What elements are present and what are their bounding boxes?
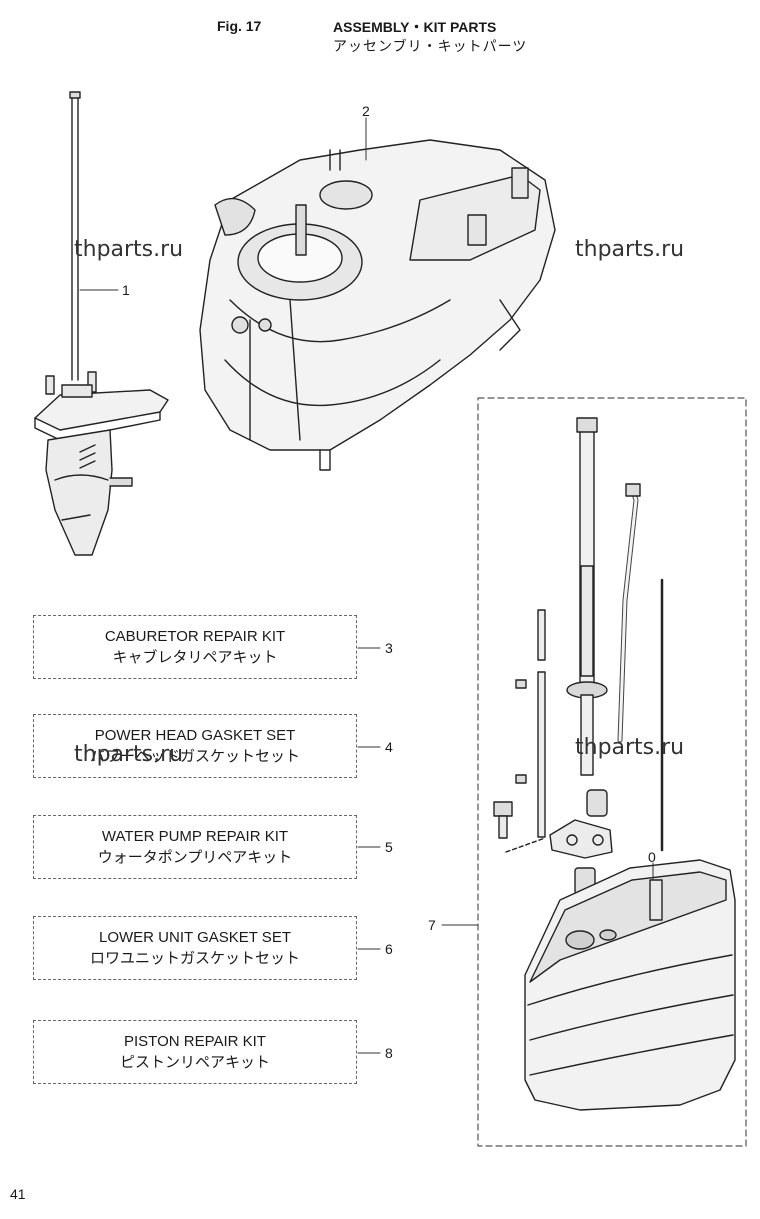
figure-number: Fig. 17	[217, 18, 262, 34]
figure-title-jp: アッセンブリ・キットパーツ	[333, 38, 528, 54]
part-1-lower-unit	[34, 91, 169, 556]
callout-2: 2	[362, 103, 370, 119]
kit-name-jp: ロワユニットガスケットセット	[89, 950, 300, 967]
callout-7: 7	[428, 917, 436, 933]
watermark: thparts.ru	[575, 735, 685, 760]
callout-8: 8	[385, 1045, 393, 1061]
part-2-power-head	[199, 139, 556, 471]
kit-name-jp: ウォータポンプリペアキット	[97, 849, 293, 866]
kit-name: LOWER UNIT GASKET SET	[99, 929, 291, 946]
watermark: thparts.ru	[575, 237, 685, 262]
kit-name: PISTON REPAIR KIT	[124, 1033, 266, 1050]
kit-piston-repair: PISTON REPAIR KIT ピストンリペアキット	[33, 1020, 357, 1084]
part-7-parts	[493, 417, 736, 1111]
kit-caburetor-repair: CABURETOR REPAIR KIT キャブレタリペアキット	[33, 615, 357, 679]
kit-name: WATER PUMP REPAIR KIT	[101, 828, 289, 845]
figure-title: ASSEMBLY・KIT PARTS アッセンブリ・キットパーツ	[333, 18, 527, 56]
kit-name-jp: パワーヘッドガスケットセット	[89, 748, 300, 765]
kit-name-jp: ピストンリペアキット	[119, 1054, 270, 1071]
kit-lower-unit-gasket: LOWER UNIT GASKET SET ロワユニットガスケットセット	[33, 916, 357, 980]
callout-5: 5	[385, 839, 393, 855]
callout-1: 1	[122, 282, 130, 298]
callout-6: 6	[385, 941, 393, 957]
watermark: thparts.ru	[74, 742, 184, 767]
part-7-group-box	[477, 397, 747, 1147]
callout-3: 3	[385, 640, 393, 656]
watermark: thparts.ru	[74, 237, 184, 262]
kit-name: POWER HEAD GASKET SET	[94, 727, 296, 744]
kit-name-jp: キャブレタリペアキット	[112, 649, 278, 666]
callout-0: 0	[648, 849, 656, 865]
callout-4: 4	[385, 739, 393, 755]
figure-title-en: ASSEMBLY・KIT PARTS	[333, 19, 497, 35]
page-number: 41	[10, 1186, 26, 1202]
kit-water-pump-repair: WATER PUMP REPAIR KIT ウォータポンプリペアキット	[33, 815, 357, 879]
leader-lines	[79, 117, 654, 1054]
kit-power-head-gasket: POWER HEAD GASKET SET パワーヘッドガスケットセット	[33, 714, 357, 778]
kit-name: CABURETOR REPAIR KIT	[104, 628, 286, 645]
